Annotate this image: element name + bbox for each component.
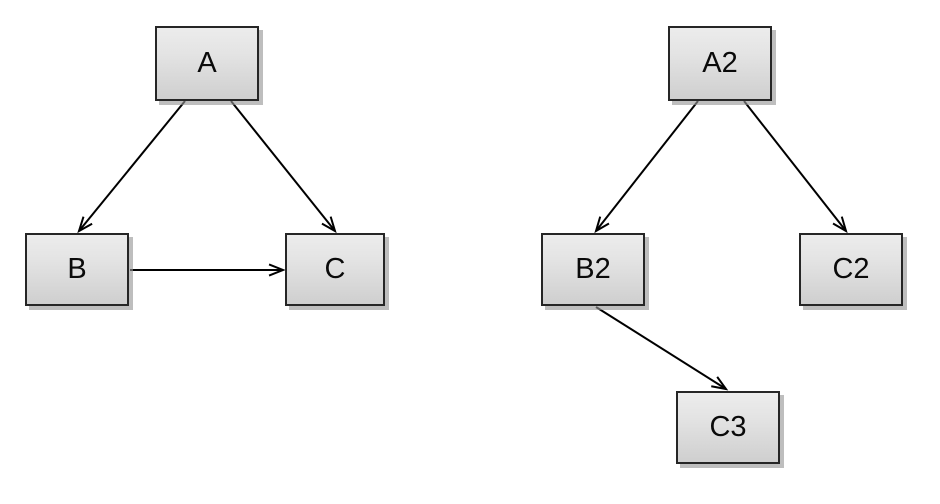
edge-line [230,100,336,232]
node-label: C3 [709,411,747,443]
arrowhead-icon [268,263,286,277]
node-label: C [324,253,346,285]
node-label: A [197,47,217,79]
node-label: C2 [832,253,870,285]
node-label: B2 [575,253,611,285]
edge-a-b[interactable] [77,100,186,234]
node-c[interactable]: C [285,233,385,306]
arrowhead-icon [77,216,93,234]
edge-line [595,306,727,390]
node-a2[interactable]: A2 [668,26,772,101]
edge-a2-b2[interactable] [594,100,699,234]
node-b2[interactable]: B2 [541,233,645,306]
edge-line [743,100,847,232]
arrowhead-icon [711,376,729,391]
node-c3[interactable]: C3 [676,391,780,464]
arrowhead-icon [832,216,848,234]
node-label: B [67,253,87,285]
arrowhead-icon [594,216,610,234]
edge-line [595,100,699,232]
edge-line [78,100,186,232]
node-c2[interactable]: C2 [799,233,903,306]
edge-a2-c2[interactable] [743,100,848,234]
edge-b-c[interactable] [130,263,286,277]
arrowhead-icon [321,216,337,234]
node-b[interactable]: B [25,233,129,306]
node-a[interactable]: A [155,26,259,101]
edge-b2-c3[interactable] [595,306,729,391]
edge-a-c[interactable] [230,100,337,234]
node-label: A2 [702,47,738,79]
